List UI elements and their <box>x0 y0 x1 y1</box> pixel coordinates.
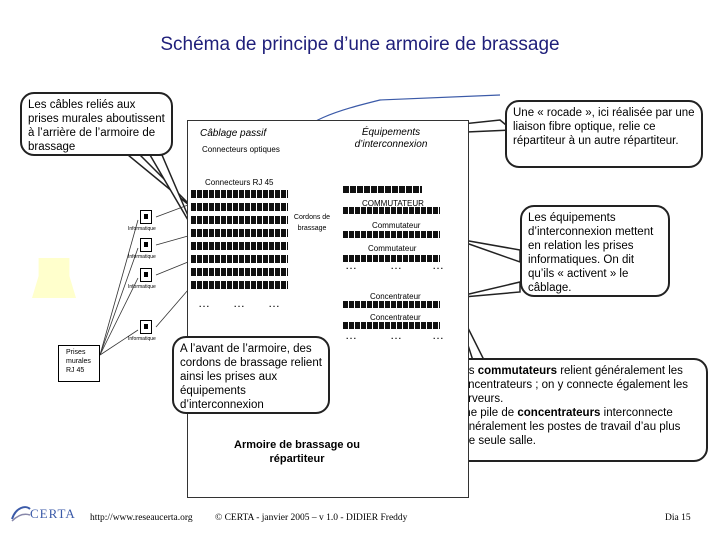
ellipsis: … <box>390 328 402 342</box>
slide-title: Schéma de principe d’une armoire de bras… <box>160 34 560 55</box>
concentrateur-unit <box>342 301 440 308</box>
callout-cables-text: Les câbles reliés aux prises murales abo… <box>28 99 165 153</box>
callout-rocade-text: Une « rocade », ici réalisée par une lia… <box>513 107 695 147</box>
text-fragment: Une pile de <box>456 407 518 419</box>
ellipsis: … <box>390 258 402 272</box>
label-commutateur-top: COMMUTATEUR <box>362 199 424 208</box>
patch-panel <box>190 268 288 276</box>
label-commutateur-2: Commutateur <box>368 244 417 253</box>
term-concentrateurs: concentrateurs <box>517 407 601 419</box>
wall-outlet <box>140 238 152 252</box>
callout-equipements-text: Les équipements d’interconnexion mettent… <box>528 212 654 294</box>
ellipsis: … <box>432 258 444 272</box>
concentrateur-unit <box>342 322 440 329</box>
certa-logo-text: CERTA <box>30 506 76 521</box>
callout-rocade: Une « rocade », ici réalisée par une lia… <box>505 100 703 168</box>
text-fragment: interconnecte généralement les postes de… <box>456 407 681 447</box>
commutateur-unit <box>342 207 440 214</box>
wall-outlet <box>140 320 152 334</box>
ellipsis: … <box>345 258 357 272</box>
ellipsis: … <box>233 296 245 310</box>
prises-murales-box <box>58 345 100 382</box>
patch-panel <box>190 203 288 211</box>
cabinet-caption: Armoire de brassage ou répartiteur <box>234 439 360 465</box>
ellipsis: … <box>268 296 280 310</box>
callout-commutateurs: Les commutateurs relient généralement le… <box>448 358 708 462</box>
prises-murales-label: Prises murales RJ 45 <box>66 349 91 374</box>
term-commutateurs: commutateurs <box>477 365 557 377</box>
patch-panel <box>190 229 288 237</box>
patch-cabinet <box>187 120 469 498</box>
patch-panel <box>190 190 288 198</box>
callout-cables: Les câbles reliés aux prises murales abo… <box>20 92 173 156</box>
label-commutateur-1: Commutateur <box>372 221 421 230</box>
footer-url[interactable]: http://www.reseaucerta.org <box>90 513 193 523</box>
label-connecteurs-rj45: Connecteurs RJ 45 <box>205 178 274 187</box>
wall-outlet <box>140 210 152 224</box>
patch-panel <box>190 216 288 224</box>
slide-number: Dia 15 <box>665 513 691 523</box>
patch-panel <box>190 281 288 289</box>
label-concentrateur-2: Concentrateur <box>370 313 421 322</box>
label-cablage-passif: Câblage passif <box>200 128 267 139</box>
ellipsis: … <box>432 328 444 342</box>
label-equipements: Équipements d’interconnexion <box>354 127 428 150</box>
footer-copyright: © CERTA - janvier 2005 – v 1.0 - DIDIER … <box>215 513 408 523</box>
outlet-label: Informatique <box>128 254 156 260</box>
wall-outlet <box>140 268 152 282</box>
network-plug-icon <box>32 258 76 298</box>
certa-logo-icon <box>10 503 32 528</box>
patch-panel <box>190 242 288 250</box>
commutateur-unit <box>342 255 440 262</box>
callout-cordons: A l’avant de l’armoire, des cordons de b… <box>172 336 330 414</box>
label-concentrateur-1: Concentrateur <box>370 292 421 301</box>
callout-equipements: Les équipements d’interconnexion mettent… <box>520 205 670 297</box>
patch-panel <box>190 255 288 263</box>
optical-connector <box>342 186 422 193</box>
ellipsis: … <box>198 296 210 310</box>
callout-cordons-text: A l’avant de l’armoire, des cordons de b… <box>180 343 322 411</box>
outlet-label: Informatique <box>128 226 156 232</box>
label-cordons: Cordons de brassage <box>293 214 331 232</box>
outlet-label: Informatique <box>128 336 156 342</box>
outlet-label: Informatique <box>128 284 156 290</box>
label-connecteurs-optiques: Connecteurs optiques <box>202 145 280 154</box>
ellipsis: … <box>345 328 357 342</box>
commutateur-unit <box>342 231 440 238</box>
